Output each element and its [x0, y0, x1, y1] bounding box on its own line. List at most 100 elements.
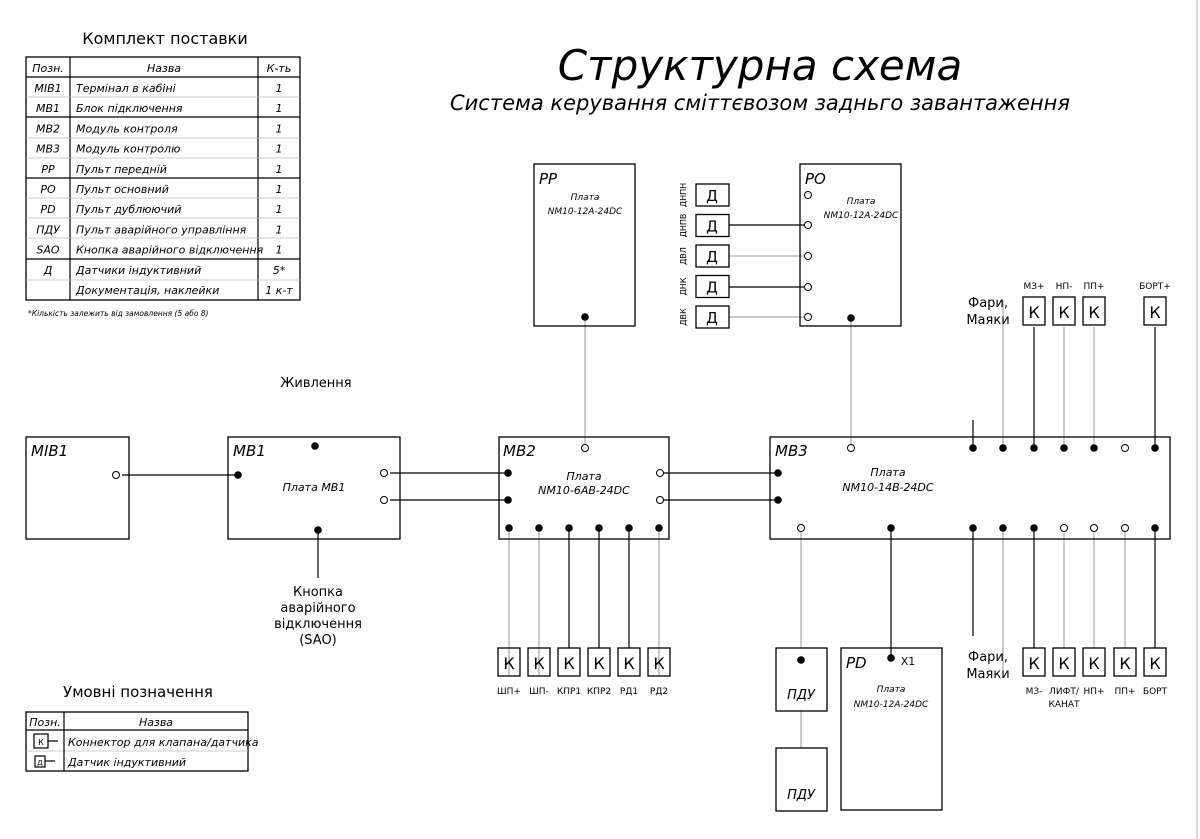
- block-mib1: MIB1: [25, 436, 130, 540]
- block-mb2: MB2 Плата NM10-6AB-24DC: [498, 436, 670, 540]
- connector-box: [1022, 647, 1046, 677]
- connector-label: РД1: [620, 687, 638, 697]
- port: [1121, 444, 1129, 452]
- port: [969, 524, 977, 532]
- connector-box: [1022, 296, 1046, 326]
- sensor-box: [695, 244, 730, 268]
- port: [625, 524, 633, 532]
- port: [504, 496, 512, 504]
- connector-label: ПП+: [1114, 687, 1135, 697]
- connector-label: ПП+: [1083, 282, 1104, 292]
- sensor-label: ДНПН: [679, 183, 688, 207]
- block-pdu-2-label: ПДУ: [787, 788, 816, 803]
- connector-label: ШП+: [497, 687, 521, 697]
- connector-box: [527, 647, 551, 677]
- connector-box: [587, 647, 611, 677]
- port: [1030, 524, 1038, 532]
- block-pp-board-title: Плата: [571, 193, 600, 203]
- block-mb2-board-model: NM10-6AB-24DC: [538, 484, 630, 497]
- connector-label: РД2: [650, 687, 668, 697]
- lights-top: Фари, Маяки: [966, 296, 1009, 328]
- connector-box: [617, 647, 641, 677]
- block-pdu-1-label: ПДУ: [787, 688, 816, 703]
- port: [311, 442, 319, 450]
- sensor-box: [695, 213, 730, 238]
- sensor-box: [695, 183, 730, 207]
- connector-box: [1143, 296, 1167, 326]
- block-po: PO Плата NM10-12A-24DC: [799, 163, 902, 327]
- kit-cell-qty: 1: [276, 143, 283, 156]
- connector: К ПП+: [1113, 647, 1137, 697]
- connector-box: [1082, 296, 1106, 326]
- kit-cell-name: Блок підключення: [76, 102, 183, 115]
- legend-header-name: Назва: [139, 716, 173, 729]
- block-pd-board-model: NM10-12A-24DC: [854, 700, 929, 710]
- connector-symbol: К: [1119, 654, 1131, 673]
- block-po-board-model: NM10-12A-24DC: [824, 211, 899, 221]
- connector-symbol: К: [1058, 654, 1070, 673]
- port: [999, 444, 1007, 452]
- connector-label: ЛИФТ/: [1049, 687, 1080, 697]
- block-mb3-label: MB3: [775, 442, 808, 460]
- svg-text:Фари,: Фари,: [968, 296, 1008, 311]
- port: [581, 313, 589, 321]
- block-mib1-label: MIB1: [31, 442, 68, 460]
- connector: К: [1022, 296, 1046, 326]
- connector-symbol: К: [1028, 303, 1040, 322]
- connector: К ЛИФТ/КАНАТ: [1049, 647, 1080, 710]
- connector-box: [1052, 647, 1076, 677]
- port: [804, 313, 812, 321]
- port: [505, 524, 513, 532]
- block-pd-board-title: Плата: [877, 685, 906, 695]
- kit-table-title: Комплект поставки: [82, 29, 247, 48]
- kit-cell-pos: SAO: [36, 244, 60, 257]
- port: [535, 524, 543, 532]
- svg-text:відключення: відключення: [274, 617, 362, 632]
- connector-box: [557, 647, 581, 677]
- kit-cell-name: Термінал в кабіні: [76, 82, 176, 95]
- svg-text:(SAO): (SAO): [299, 633, 337, 648]
- connector-label: БОРТ+: [1139, 282, 1171, 292]
- port: [1090, 444, 1098, 452]
- wires: [122, 224, 1156, 748]
- port: [1121, 524, 1129, 532]
- kit-cell-name: Пульт передній: [76, 163, 167, 176]
- connector: КНП+: [1082, 647, 1106, 697]
- connector-label: КАНАТ: [1049, 700, 1080, 710]
- connector-symbol: К: [1028, 654, 1040, 673]
- connector-label: ШП-: [529, 687, 549, 697]
- port: [1151, 524, 1159, 532]
- port: [655, 524, 663, 532]
- kit-cell-name: Модуль контроля: [76, 122, 178, 135]
- connector-label: НП+: [1083, 687, 1104, 697]
- port: [847, 314, 855, 322]
- diagram-subtitle: Система керування сміттєвозом задньго за…: [450, 91, 1070, 115]
- kit-cell-qty: 1: [276, 163, 283, 176]
- block-mb2-label: MB2: [503, 442, 536, 460]
- kit-cell-pos: PD: [40, 203, 55, 216]
- svg-text:аварійного: аварійного: [280, 601, 355, 616]
- kit-cell-qty: 1: [276, 203, 283, 216]
- connector: К: [1143, 296, 1167, 326]
- kit-cell-pos: MB3: [36, 143, 60, 156]
- block-pdu-2: ПДУ: [775, 747, 828, 812]
- kit-cell-qty: 1: [276, 183, 283, 196]
- kit-cell-name: Пульт дублюючий: [76, 203, 181, 216]
- port: [887, 524, 895, 532]
- kit-cell-pos: PO: [40, 183, 56, 196]
- sensor-symbol: Д: [706, 218, 718, 236]
- port: [314, 526, 322, 534]
- kit-cell-qty: 5*: [273, 264, 286, 277]
